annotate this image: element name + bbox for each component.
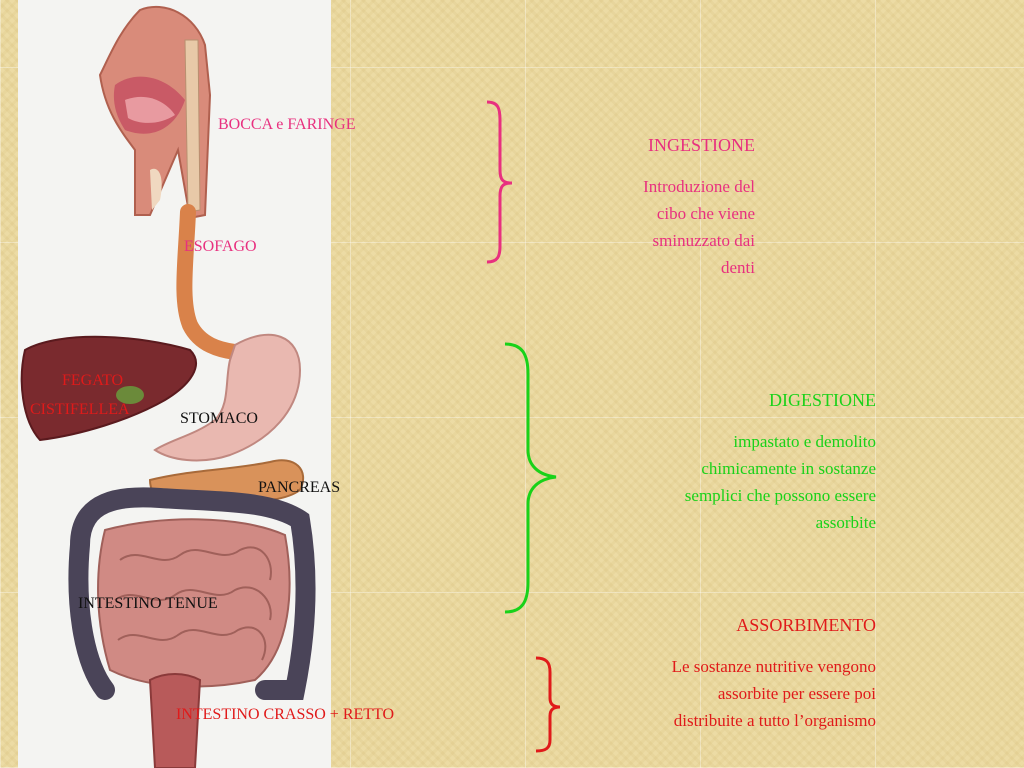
digestione-line: chimicamente in sostanze [701,459,876,478]
assorbimento-text: Le sostanze nutritive vengono assorbite … [672,653,876,734]
small-intestine-illustration [97,518,291,688]
digestione-line: semplici che possono essere [684,486,876,505]
stomach-illustration [153,333,302,462]
label-fegato: FEGATO [62,372,124,389]
digestione-line: impastato e demolito [733,432,876,451]
label-stomaco: STOMACO [180,410,258,427]
ingestione-line: sminuzzato dai [652,231,755,250]
label-bocca-faringe: BOCCA e FARINGE [218,116,356,133]
head-section-illustration [98,5,212,220]
ingestione-title: INGESTIONE [648,135,755,155]
ingestione-text: Introduzione del cibo che viene sminuzza… [643,173,755,281]
digestione-title: DIGESTIONE [769,390,876,410]
intestine-loops-illustration [114,546,272,661]
ingestione-line: Introduzione del [643,177,755,196]
assorbimento-line: assorbite per essere poi [717,684,876,703]
digestione-brace [504,342,557,614]
esophagus-illustration [176,204,243,360]
gallbladder-illustration [116,386,144,404]
ingestione-line: denti [721,258,755,277]
ingestione-brace [486,100,513,264]
digestione-text: impastato e demolito chimicamente in sos… [685,428,876,536]
ingestione-line: cibo che viene [656,204,755,223]
rectum-illustration [148,673,202,768]
label-pancreas: PANCREAS [258,479,341,496]
liver-illustration [20,335,197,442]
assorbimento-line: Le sostanze nutritive vengono [671,657,876,676]
label-intestino-tenue: INTESTINO TENUE [78,595,218,612]
label-intestino-crasso: INTESTINO CRASSO + RETTO [176,706,395,723]
label-cistifellea: CISTIFELLEA [30,401,130,418]
assorbimento-title: ASSORBIMENTO [736,615,876,635]
assorbimento-brace [535,656,561,753]
label-esofago: ESOFAGO [184,238,257,255]
assorbimento-line: distribuite a tutto l’organismo [673,711,876,730]
digestione-line: assorbite [815,513,876,532]
large-intestine-illustration [68,487,316,700]
